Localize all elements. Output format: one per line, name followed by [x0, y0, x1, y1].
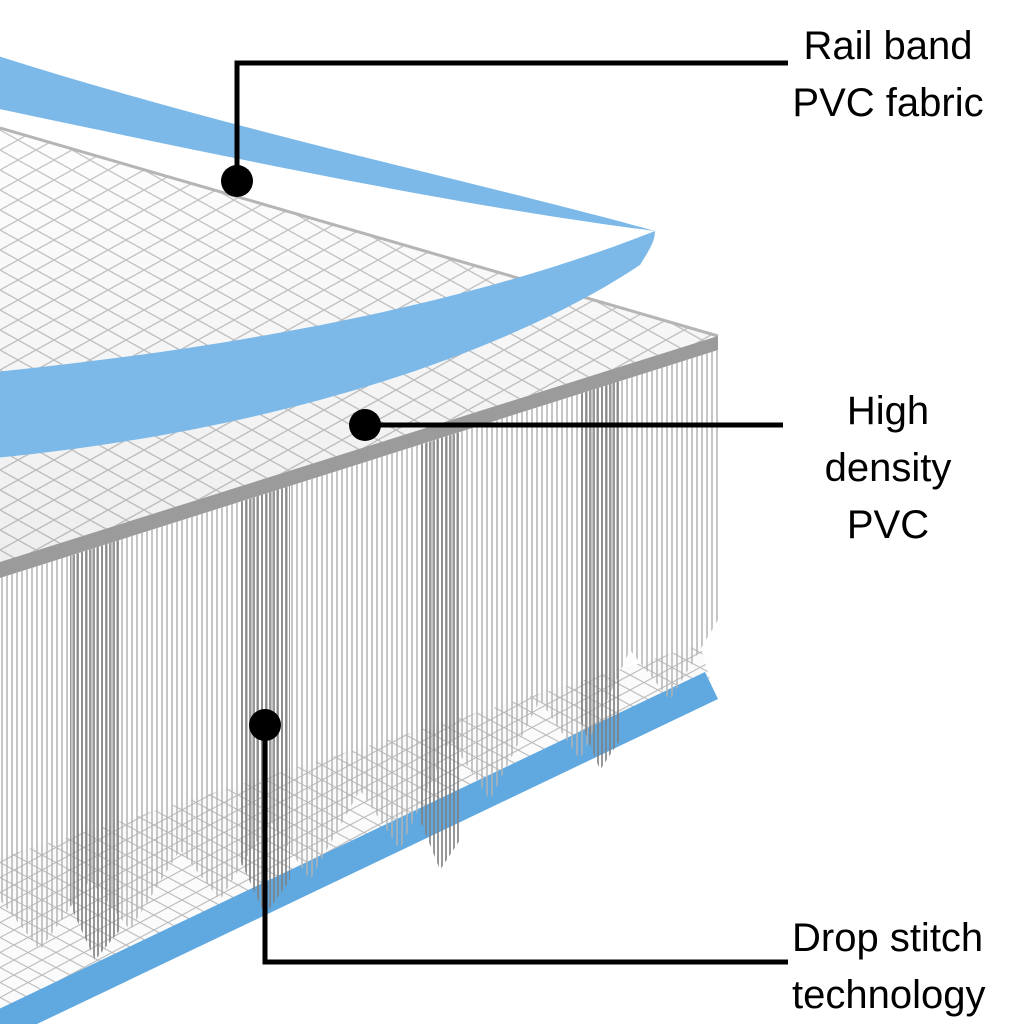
callout-dot-high-density [349, 409, 381, 441]
thread-cluster [70, 540, 120, 960]
callout-dots [221, 165, 381, 741]
callout-label-rail-band: Rail band PVC fabric [778, 18, 998, 132]
callout-line-drop-stitch [262, 725, 788, 965]
rail-band-lower [0, 231, 655, 458]
callout-label-high-density: High density PVC [780, 383, 996, 553]
rail-band-upper [0, 56, 655, 231]
callout-label-drop-stitch: Drop stitch technology [792, 910, 1022, 1024]
drop-stitch-threads [0, 350, 718, 950]
thread-cluster [240, 486, 290, 915]
thread-cluster [580, 381, 620, 770]
front-edge-band [0, 336, 718, 578]
callout-label-line: PVC [846, 502, 930, 547]
callout-label-line: High density [824, 389, 952, 490]
callout-dot-rail-band [221, 165, 253, 197]
callout-label-line: Rail band [803, 24, 973, 68]
bottom-rail-band [0, 672, 718, 1024]
callout-label-line: PVC fabric [792, 80, 984, 125]
thread-cluster [420, 432, 460, 870]
callout-label-line: technology [792, 972, 986, 1017]
callout-dot-drop-stitch [249, 709, 281, 741]
top-surface-back-edge [0, 126, 719, 338]
callout-lines [234, 60, 788, 965]
callout-label-line: Drop stitch [792, 916, 984, 960]
callout-line-rail-band [234, 60, 788, 181]
